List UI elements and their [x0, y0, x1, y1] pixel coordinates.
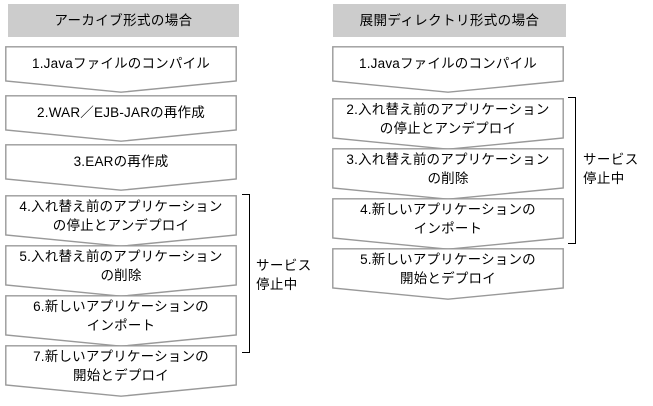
chevron-shape-icon — [332, 98, 564, 150]
chevron-shape-icon — [5, 345, 237, 397]
column-header-exploded-directory-format: 展開ディレクトリ形式の場合 — [333, 4, 566, 37]
step-box-archive-7: 7.新しいアプリケーションの 開始とデプロイ — [5, 345, 237, 397]
chevron-shape-icon — [5, 46, 237, 93]
step-label-archive-3: 3.EARの再作成 — [73, 154, 169, 169]
step-label-exploded-5: 5.新しいアプリケーションの 開始とデプロイ — [360, 251, 536, 286]
step-box-exploded-2: 2.入れ替え前のアプリケーション の停止とアンデプロイ — [332, 98, 564, 150]
step-label-archive-6: 6.新しいアプリケーションの インポート — [33, 298, 209, 333]
chevron-shape-icon — [332, 198, 564, 250]
chevron-shape-icon — [332, 148, 564, 200]
service-stop-bracket-archive — [242, 194, 250, 353]
step-box-archive-5: 5.入れ替え前のアプリケーション の削除 — [5, 245, 237, 297]
step-box-archive-3: 3.EARの再作成 — [5, 144, 237, 191]
service-stop-caption-exploded: サービス 停止中 — [583, 152, 639, 186]
step-label-exploded-2: 2.入れ替え前のアプリケーション の停止とアンデプロイ — [346, 101, 550, 136]
step-box-exploded-3: 3.入れ替え前のアプリケーション の削除 — [332, 148, 564, 200]
service-stop-caption-archive: サービス 停止中 — [256, 258, 312, 292]
chevron-shape-icon — [5, 144, 237, 191]
step-label-archive-5: 5.入れ替え前のアプリケーション の削除 — [19, 248, 223, 283]
column-header-archive-format: アーカイブ形式の場合 — [8, 4, 239, 37]
step-label-exploded-1: 1.Javaファイルのコンパイル — [359, 56, 537, 71]
chevron-shape-icon — [5, 245, 237, 297]
step-box-exploded-1: 1.Javaファイルのコンパイル — [332, 46, 564, 93]
step-box-archive-1: 1.Javaファイルのコンパイル — [5, 46, 237, 93]
chevron-shape-icon — [5, 95, 237, 142]
step-label-exploded-3: 3.入れ替え前のアプリケーション の削除 — [346, 151, 550, 186]
step-box-archive-2: 2.WAR／EJB-JARの再作成 — [5, 95, 237, 142]
step-box-exploded-4: 4.新しいアプリケーションの インポート — [332, 198, 564, 250]
service-stop-bracket-exploded — [568, 97, 576, 244]
chevron-shape-icon — [332, 248, 564, 300]
step-box-archive-6: 6.新しいアプリケーションの インポート — [5, 295, 237, 347]
step-label-archive-1: 1.Javaファイルのコンパイル — [32, 56, 210, 71]
step-box-archive-4: 4.入れ替え前のアプリケーション の停止とアンデプロイ — [5, 195, 237, 247]
chevron-shape-icon — [5, 295, 237, 347]
step-box-exploded-5: 5.新しいアプリケーションの 開始とデプロイ — [332, 248, 564, 300]
step-label-exploded-4: 4.新しいアプリケーションの インポート — [360, 201, 536, 236]
chevron-shape-icon — [5, 195, 237, 247]
step-label-archive-7: 7.新しいアプリケーションの 開始とデプロイ — [33, 348, 209, 383]
step-label-archive-4: 4.入れ替え前のアプリケーション の停止とアンデプロイ — [19, 198, 223, 233]
step-label-archive-2: 2.WAR／EJB-JARの再作成 — [37, 105, 205, 120]
chevron-shape-icon — [332, 46, 564, 93]
